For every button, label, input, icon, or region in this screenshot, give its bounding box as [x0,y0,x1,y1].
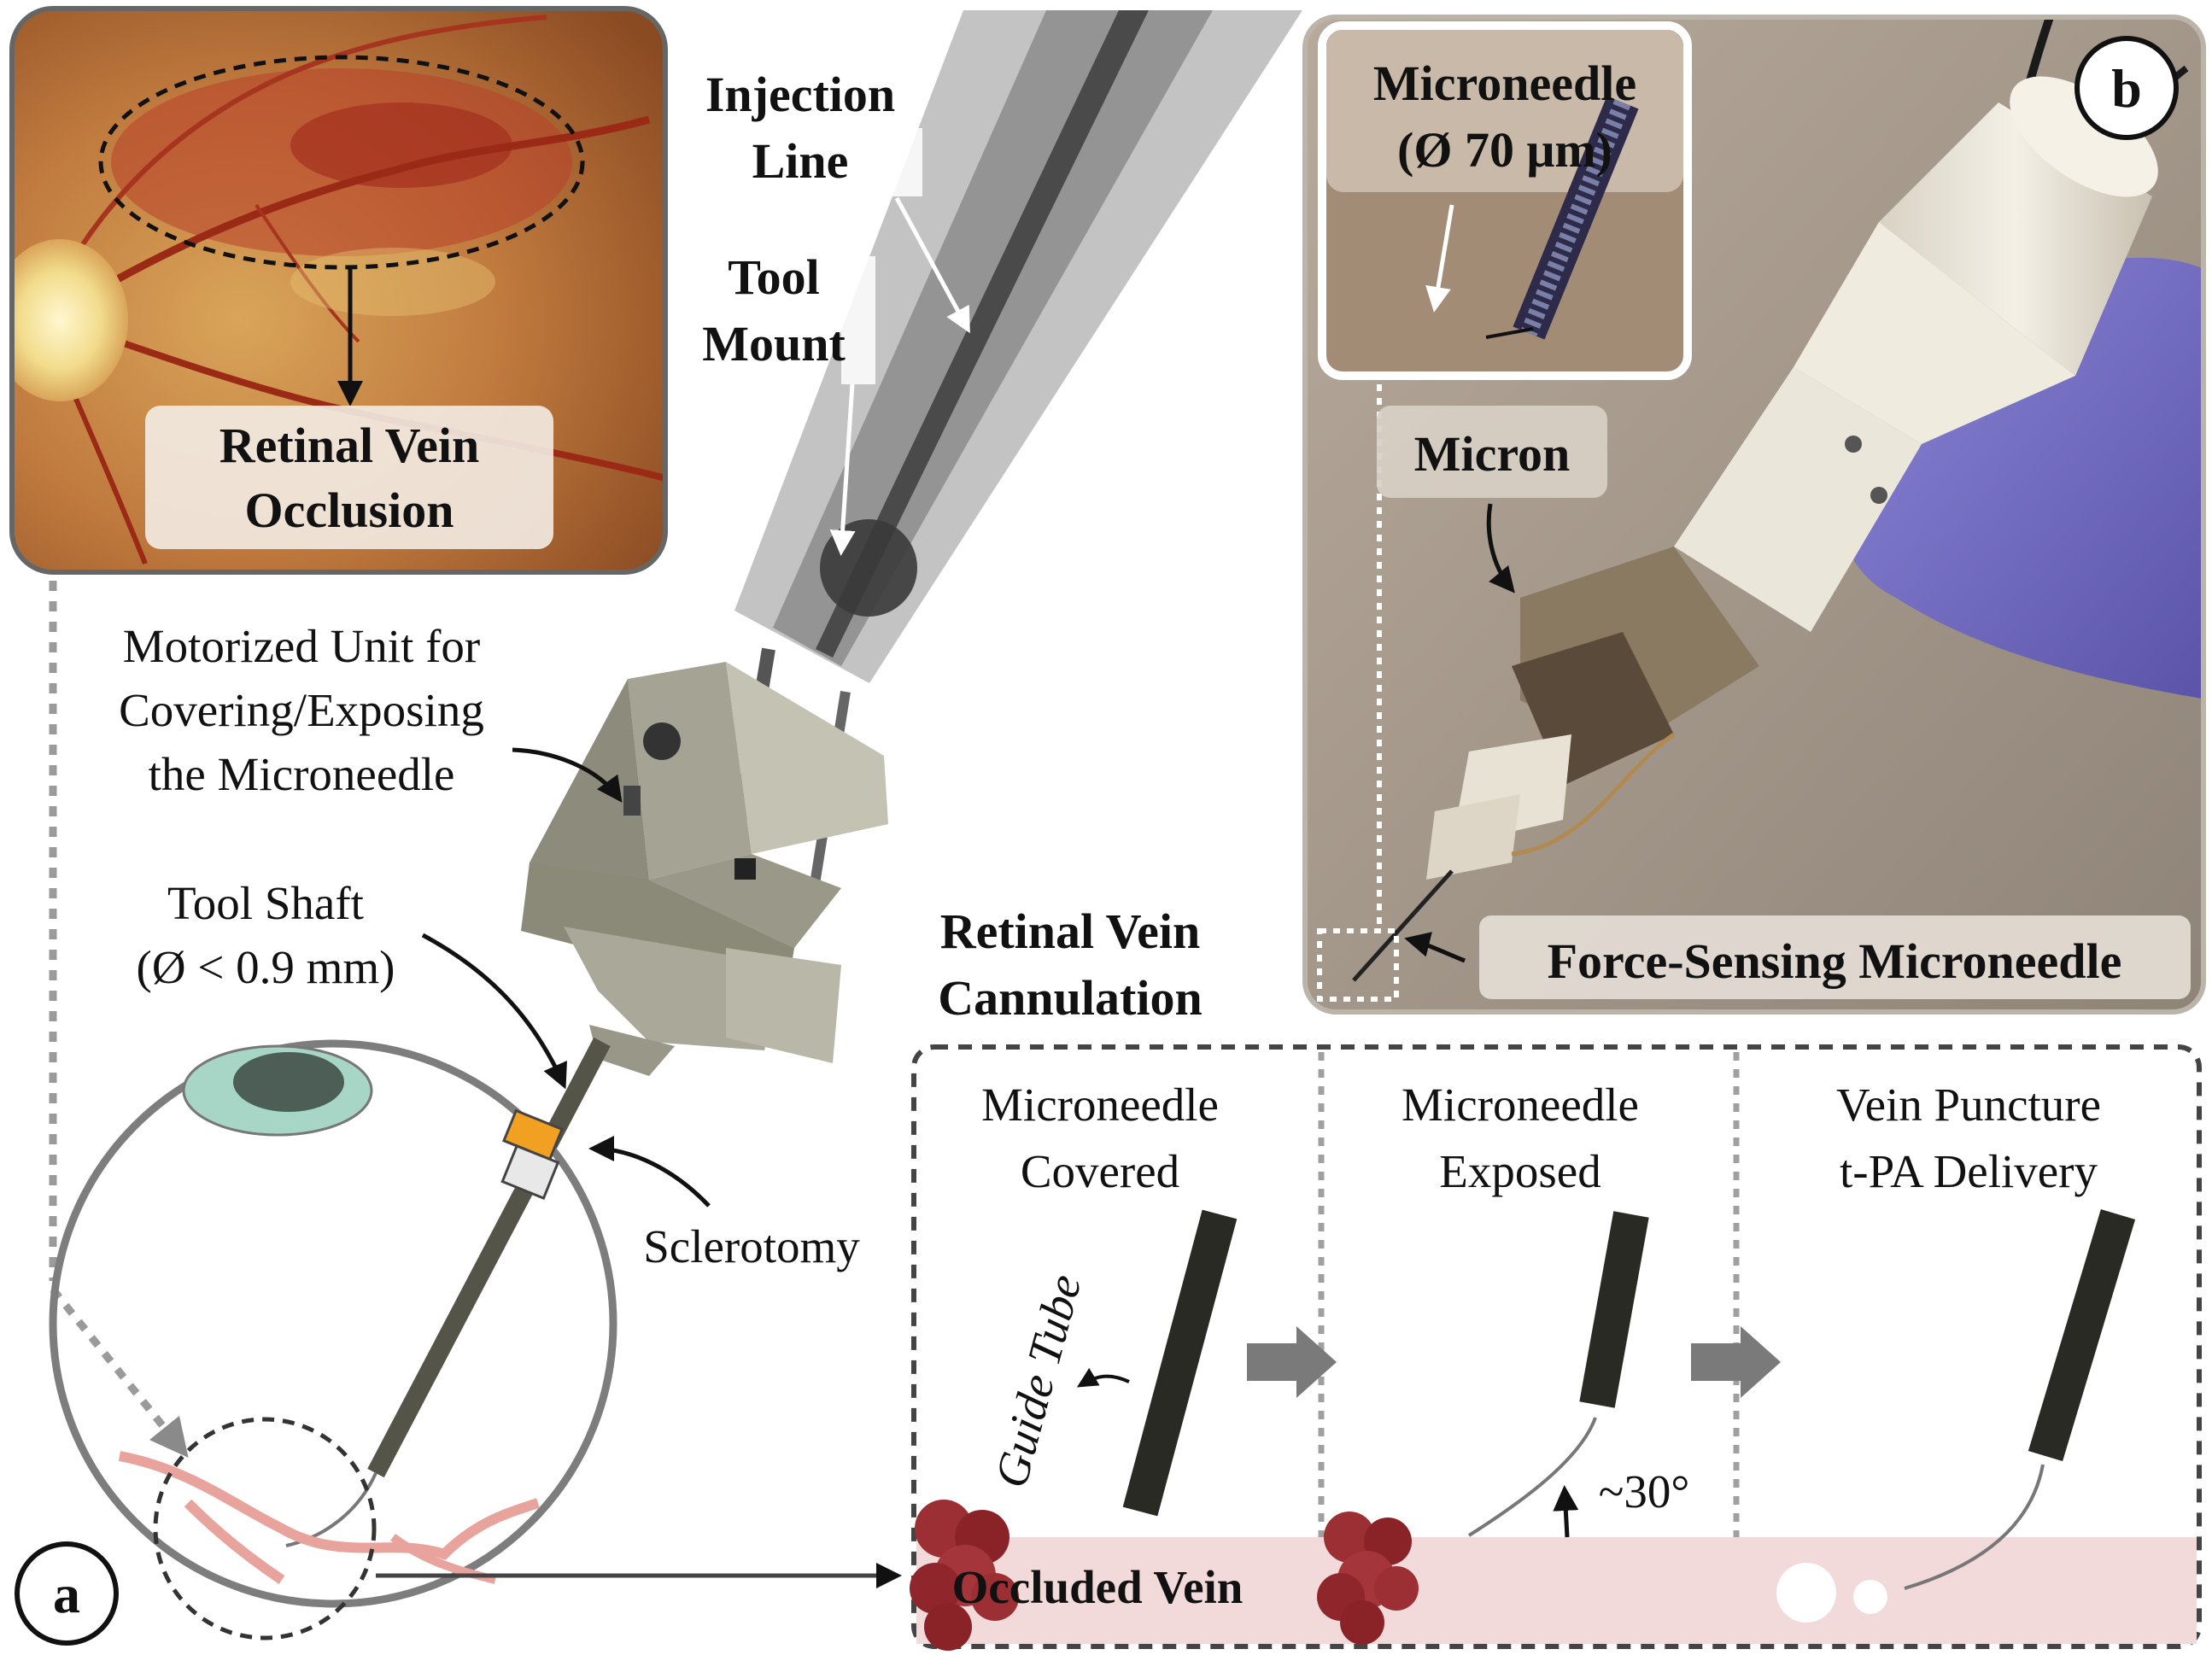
svg-text:Covering/Exposing: Covering/Exposing [119,684,484,736]
svg-text:Line: Line [752,133,849,189]
blood-clot-step2 [1317,1512,1419,1645]
panel-a-badge-label: a [53,1564,80,1624]
svg-text:Sclerotomy: Sclerotomy [643,1220,860,1272]
occlusion-region-outline [98,55,585,270]
tpa-bubble-large [1776,1563,1836,1623]
panel-b-badge [2074,36,2179,140]
angle-label: ~30° [1599,1465,1690,1518]
motorized-unit [521,647,888,1076]
panel-b-badge-label: b [2111,58,2142,119]
occluded-vein-label: Occluded Vein [952,1561,1244,1613]
step-3-label-line1: Vein Puncture [1836,1079,2101,1131]
needle-tip-highlight [1317,928,1399,1002]
micron-photo: Microneedle (Ø 70 μm) Micron Force-Sensi… [1302,15,2206,1015]
fundus-inset: Retinal Vein Occlusion [9,6,668,575]
micron-label: Micron [1414,426,1571,482]
panel-a-badge [15,1541,119,1646]
blood-clot-step1 [910,1500,1019,1651]
step-arrow-2 [1691,1326,1781,1398]
microneedle-label-line1: Microneedle [1373,56,1636,111]
step-2-label-line1: Microneedle [1402,1079,1639,1131]
eye-zoom-region [153,1417,377,1640]
tpa-bubble-small [1853,1580,1887,1614]
svg-text:Tool Shaft: Tool Shaft [167,877,364,929]
cannulation-sequence: Microneedle Covered Guide Tube Occluded … [910,1044,2202,1651]
svg-text:Tool: Tool [728,249,819,305]
tool-mount-cone [734,10,1302,683]
step-1-label-line2: Covered [1021,1145,1179,1197]
svg-text:Mount: Mount [702,316,846,371]
step-1-label-line1: Microneedle [981,1079,1219,1131]
svg-text:Motorized Unit for: Motorized Unit for [123,620,481,672]
cannulation-title: Retinal Vein Cannulation [938,904,1202,1026]
motorized-unit-label: Motorized Unit for Covering/Exposing the… [119,620,484,800]
sclerotomy-label: Sclerotomy [643,1220,860,1272]
tool-shaft-label: Tool Shaft (Ø < 0.9 mm) [137,877,395,993]
step-arrow-1 [1247,1326,1337,1398]
microneedle-label-line2: (Ø 70 μm) [1397,122,1612,178]
fundus-label-box [145,406,553,549]
svg-text:Cannulation: Cannulation [938,970,1202,1026]
occluded-vein-band [916,1537,2197,1644]
eye-diagram [49,1039,617,1640]
injection-line-label: Injection Line [705,67,895,189]
step-3-label-line2: t-PA Delivery [1840,1145,2098,1197]
tool-shaft [367,1037,611,1478]
eye-pupil [233,1052,344,1112]
step-2-label-line2: Exposed [1439,1145,1600,1197]
tool-mount-hole [820,519,917,617]
svg-text:(Ø < 0.9 mm): (Ø < 0.9 mm) [137,941,395,993]
tool-mount-label: Tool Mount [702,249,846,371]
fundus-label-line1: Retinal Vein [219,418,480,473]
svg-text:Retinal Vein: Retinal Vein [940,904,1201,959]
inset-connector-diagonal [50,1287,189,1459]
force-sensing-label: Force-Sensing Microneedle [1548,933,2122,989]
svg-text:the Microneedle: the Microneedle [149,748,455,800]
fundus-label-line2: Occlusion [245,482,454,538]
svg-text:Injection: Injection [705,67,895,122]
